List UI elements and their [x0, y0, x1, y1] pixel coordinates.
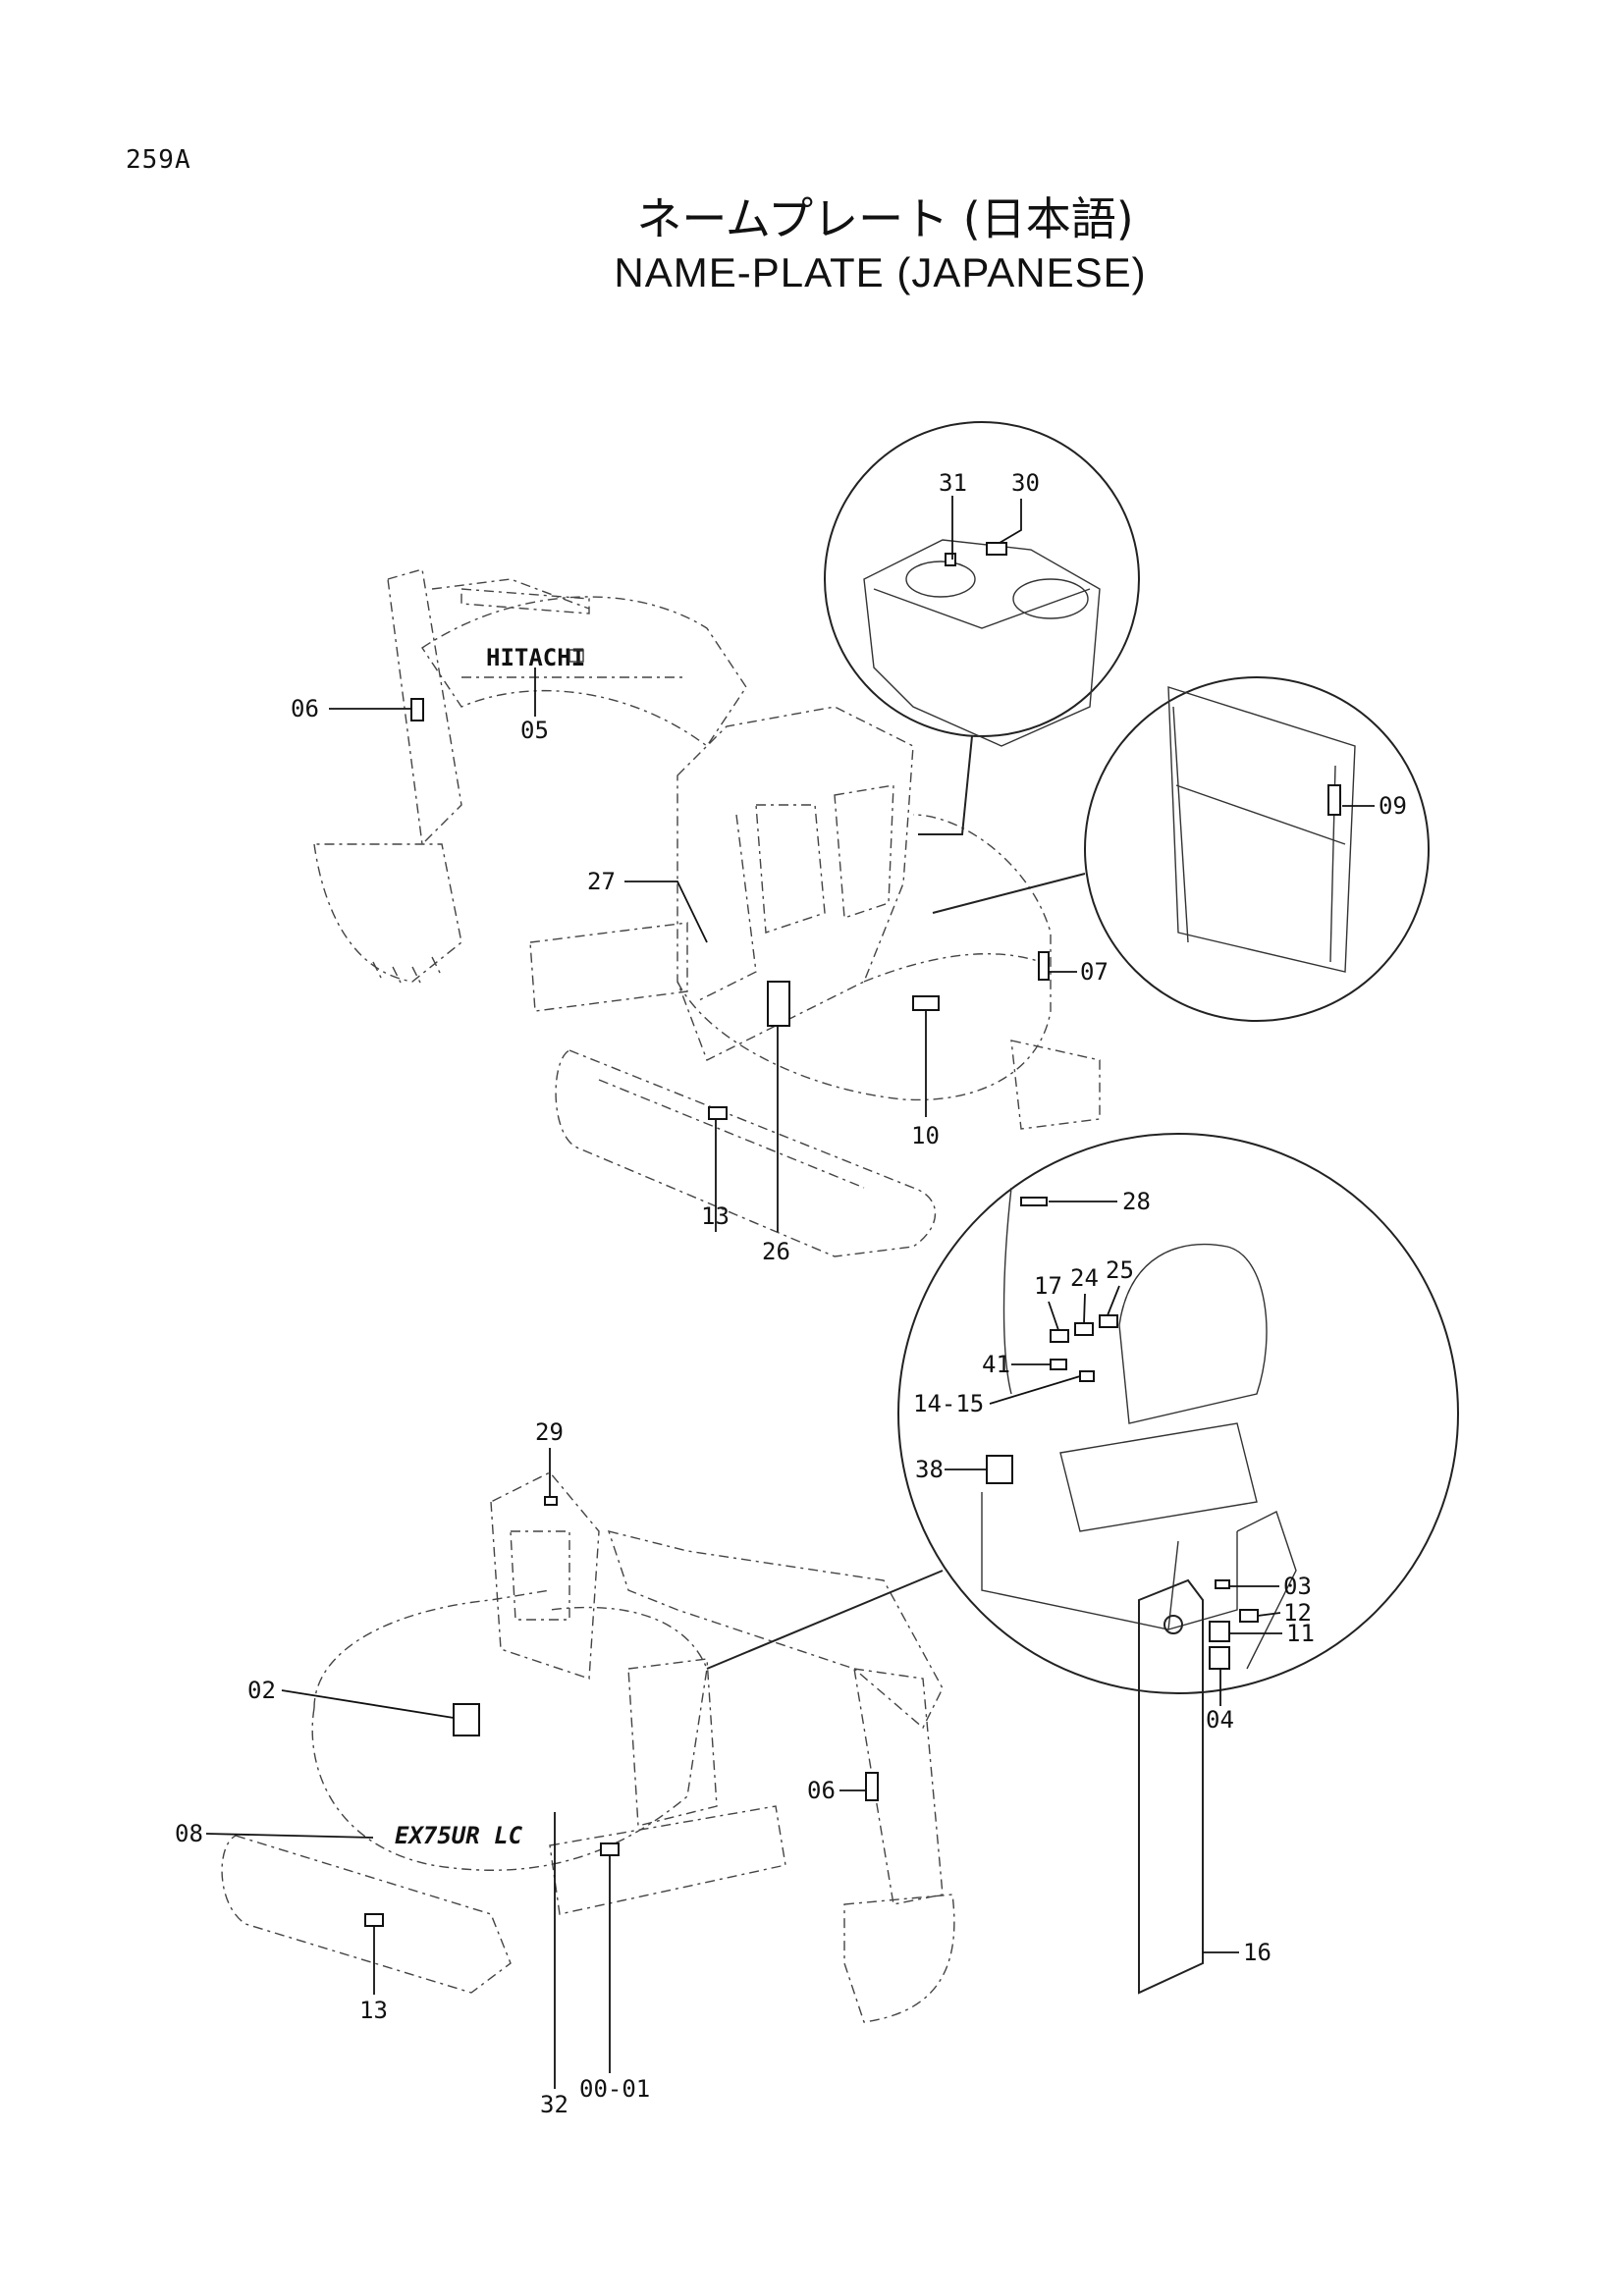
callout-25: 25 — [1106, 1256, 1134, 1284]
plate-12 — [1239, 1609, 1259, 1623]
callout-27: 27 — [587, 868, 616, 895]
upper-excavator-illustration: HITACHI — [313, 568, 1101, 1257]
plate-38 — [986, 1455, 1013, 1484]
plate-30 — [986, 542, 1007, 556]
plate-26 — [767, 981, 790, 1027]
callout-38: 38 — [915, 1456, 944, 1483]
lower-excavator-illustration: EX75UR LC — [221, 1471, 955, 2023]
plate-14-15 — [1079, 1370, 1095, 1382]
plate-02 — [453, 1703, 480, 1736]
detail-seat — [897, 1133, 1459, 1694]
callout-28: 28 — [1122, 1188, 1151, 1215]
callout-08: 08 — [175, 1820, 203, 1847]
plate-06-arm — [410, 698, 424, 721]
callout-30: 30 — [1011, 469, 1040, 497]
callout-17: 17 — [1034, 1272, 1062, 1300]
callout-03: 03 — [1283, 1573, 1312, 1600]
plate-29 — [544, 1496, 558, 1506]
plate-03 — [1215, 1579, 1230, 1589]
plate-31 — [945, 553, 956, 566]
callout-00-01: 00-01 — [579, 2075, 650, 2103]
plate-09 — [1327, 784, 1341, 816]
callout-16: 16 — [1243, 1939, 1271, 1966]
leader-lines — [205, 496, 1375, 2089]
plate-17 — [1050, 1329, 1069, 1343]
plate-41 — [1050, 1359, 1067, 1370]
callout-31: 31 — [939, 469, 967, 497]
detail-circle-seat — [897, 1133, 1459, 1694]
plate-07 — [1038, 951, 1050, 981]
callout-04: 04 — [1206, 1706, 1234, 1734]
callout-26: 26 — [762, 1238, 790, 1265]
callout-29: 29 — [535, 1418, 564, 1446]
plate-28 — [1020, 1197, 1048, 1206]
callout-numbers: 31 30 06 05 09 27 07 10 13 26 28 17 24 2… — [175, 469, 1407, 2118]
callout-12: 12 — [1283, 1599, 1312, 1627]
callout-06-upper: 06 — [291, 695, 319, 722]
callout-07: 07 — [1080, 958, 1109, 986]
callout-24: 24 — [1070, 1264, 1099, 1292]
detail-circle-tanks — [824, 421, 1140, 737]
callout-10: 10 — [911, 1122, 940, 1149]
hitachi-grid-icon — [568, 649, 584, 663]
plate-13-upper — [708, 1106, 728, 1120]
plate-06-lower-arm — [865, 1772, 879, 1801]
page-id: 259A — [126, 145, 191, 175]
model-mark: EX75UR LC — [395, 1822, 523, 1849]
callout-41: 41 — [982, 1351, 1010, 1378]
plate-04 — [1209, 1646, 1230, 1670]
plate-24 — [1074, 1322, 1094, 1336]
detail-tanks — [824, 421, 1140, 835]
callout-11: 11 — [1286, 1620, 1315, 1647]
callout-02: 02 — [247, 1677, 276, 1704]
callout-06-lower: 06 — [807, 1777, 836, 1804]
boom-hitachi-logo: HITACHI — [486, 644, 585, 671]
plate-00-01 — [600, 1842, 620, 1856]
callout-32: 32 — [540, 2091, 568, 2118]
title-block: ネームプレート (日本語) NAME-PLATE (JAPANESE) — [0, 191, 1623, 299]
title-japanese: ネームプレート (日本語) — [636, 192, 1134, 245]
plate-11 — [1209, 1621, 1230, 1642]
callout-13-upper: 13 — [701, 1202, 730, 1230]
callout-09: 09 — [1379, 792, 1407, 820]
plate-10 — [912, 995, 940, 1011]
detail-circle-radiator — [1084, 676, 1430, 1022]
tag-16-illustration — [1138, 1578, 1204, 1995]
plate-25 — [1099, 1314, 1118, 1328]
callout-14-15: 14-15 — [913, 1390, 984, 1417]
plate-13-lower — [364, 1913, 384, 1927]
detail-radiator — [932, 676, 1430, 1022]
callout-05: 05 — [520, 717, 549, 744]
title-english: NAME-PLATE (JAPANESE) — [614, 249, 1147, 295]
callout-13-lower: 13 — [359, 1997, 388, 2024]
